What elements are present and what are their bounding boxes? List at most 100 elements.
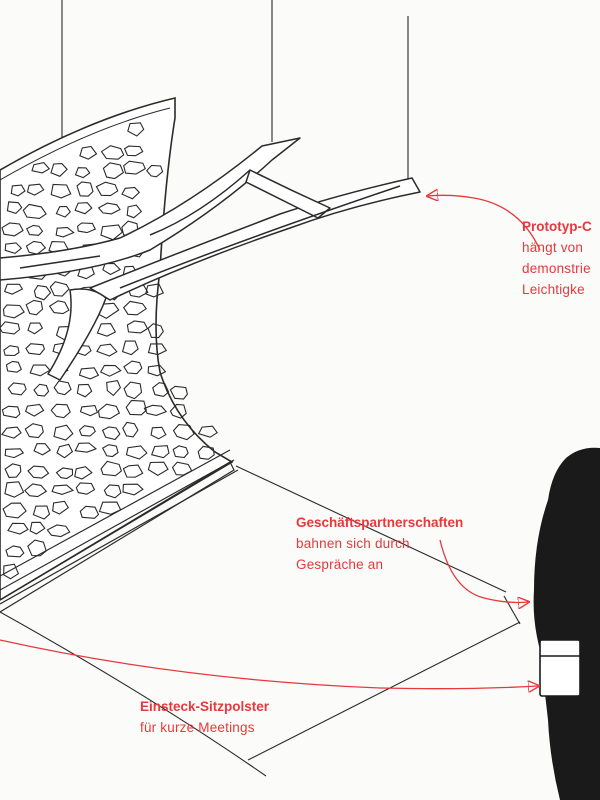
wall-stone xyxy=(24,423,44,439)
wall-stone xyxy=(33,285,52,301)
wall-stone xyxy=(100,460,123,477)
sitz-annotation-title: Einsteck-Sitzpolster xyxy=(140,699,270,714)
wall-stone xyxy=(27,539,47,557)
wall-stone xyxy=(123,145,144,157)
sitz-annotation: Einsteck-Sitzpolster für kurze Meetings xyxy=(140,696,269,738)
wall-stone xyxy=(79,505,100,519)
stone-wall xyxy=(0,96,235,613)
wall-stone xyxy=(99,364,122,377)
wall-stone xyxy=(1,222,24,237)
wall-stone xyxy=(3,345,20,357)
wall-stone xyxy=(55,227,75,238)
wall-stone xyxy=(101,444,119,458)
wall-stone xyxy=(22,203,47,219)
wall-stone xyxy=(26,183,45,196)
wall-stone xyxy=(50,163,68,177)
prototyp-annotation-line-1: hängt von xyxy=(522,240,584,255)
wall-stone xyxy=(33,383,50,397)
wall-stone xyxy=(31,161,51,174)
wall-stone xyxy=(197,425,218,438)
wall-stone xyxy=(29,364,51,377)
wall-stone xyxy=(96,343,118,357)
wall-stone xyxy=(74,466,93,480)
wall-stone xyxy=(27,465,50,479)
wall-stone xyxy=(3,563,20,580)
wall-stone xyxy=(51,484,75,495)
wall-stone xyxy=(4,448,25,459)
wall-stone xyxy=(27,322,44,335)
wall-stone xyxy=(24,403,45,417)
wall-stone xyxy=(123,381,143,400)
wall-stone xyxy=(78,425,96,437)
wall-stone xyxy=(24,483,48,498)
wall-stone xyxy=(197,445,215,460)
callout-arrows xyxy=(0,195,541,688)
wall-stone xyxy=(122,421,139,438)
wall-stone xyxy=(75,482,96,495)
wall-stone xyxy=(147,364,167,377)
wall-stone xyxy=(172,424,195,441)
wall-stone xyxy=(46,524,71,538)
person-silhouette xyxy=(533,447,600,800)
wall-stone xyxy=(123,360,143,375)
wall-stone xyxy=(145,164,164,178)
wall-stone xyxy=(1,405,21,419)
wall-stone xyxy=(169,403,187,419)
wall-stone xyxy=(97,403,121,420)
wall-stone xyxy=(55,467,74,480)
wall-stone xyxy=(78,367,100,380)
wall-stone xyxy=(76,383,93,398)
wall-stone xyxy=(7,382,27,396)
wall-stone xyxy=(29,521,46,535)
wall-stone xyxy=(98,501,122,515)
wall-stone xyxy=(76,181,94,197)
wall-stone xyxy=(101,426,121,441)
wall-stone xyxy=(50,403,71,419)
prototyp-annotation-line-3: Leichtigke xyxy=(522,282,585,297)
wall-stone xyxy=(122,300,147,316)
wall-stone xyxy=(103,484,122,499)
partner-callout-arrow xyxy=(439,539,528,603)
wall-stone xyxy=(49,281,70,297)
wall-stone xyxy=(95,181,119,197)
wall-stone xyxy=(55,205,72,218)
wall-stone xyxy=(147,461,169,477)
wall-stone xyxy=(4,242,23,255)
wall-stone xyxy=(32,505,51,520)
wall-stone xyxy=(79,145,98,160)
wall-stone xyxy=(125,445,148,460)
wall-stone xyxy=(0,321,21,335)
partner-annotation-line-2: Gespräche an xyxy=(296,557,384,572)
wall-stone xyxy=(10,184,26,197)
wall-stone xyxy=(100,145,125,160)
wall-stone xyxy=(50,183,72,199)
wall-stone xyxy=(122,483,144,496)
wall-stone xyxy=(48,300,70,315)
wall-stone xyxy=(102,262,122,276)
partner-annotation-line-1: bahnen sich durch xyxy=(296,536,410,551)
wall-stone xyxy=(169,385,188,400)
wall-stone xyxy=(5,545,25,558)
wall-stone xyxy=(126,320,149,334)
wall-stone xyxy=(7,522,29,535)
wall-stone xyxy=(152,382,170,397)
wall-stone xyxy=(79,405,99,417)
prototyp-annotation-title: Prototyp-C xyxy=(522,219,592,234)
wall-stone xyxy=(52,500,70,515)
wall-stone xyxy=(25,299,44,316)
wall-stone xyxy=(127,122,145,137)
wall-stone xyxy=(123,160,147,175)
wall-stone xyxy=(150,445,170,459)
wall-stone xyxy=(121,340,139,356)
wall-stone xyxy=(74,202,93,215)
wall-stone xyxy=(53,380,72,396)
wall-stone xyxy=(6,201,23,215)
wall-stone xyxy=(53,424,74,441)
wall-stone xyxy=(97,202,121,215)
wall-stone xyxy=(4,481,25,498)
wall-stone xyxy=(77,222,97,234)
wall-stone xyxy=(74,442,98,453)
wall-stone xyxy=(100,224,123,241)
wall-stone xyxy=(0,426,22,439)
